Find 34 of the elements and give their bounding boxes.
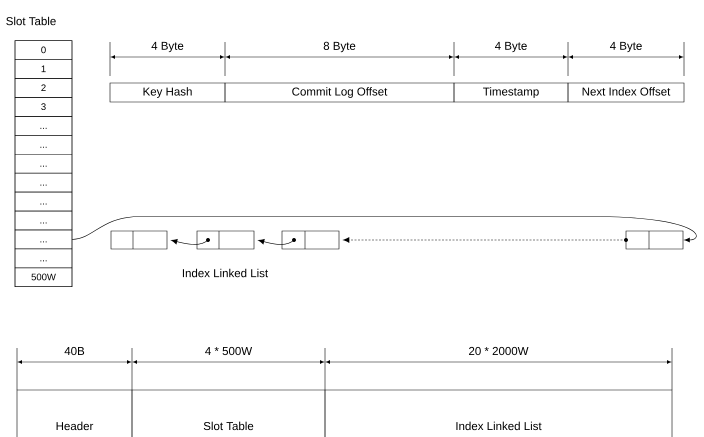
- segment-box: Header: [16, 390, 132, 437]
- dimension-label: 20 * 2000W: [469, 346, 528, 356]
- arrow: [171, 238, 208, 245]
- dimension-label: 4 Byte: [151, 42, 184, 52]
- segment-box: Slot Table: [132, 390, 326, 437]
- field-box: Key Hash: [110, 82, 226, 102]
- segment-box: Index Linked List: [324, 390, 672, 437]
- arrow: [258, 238, 294, 245]
- curved-arrow: [72, 216, 697, 242]
- table-heading: Slot Table: [6, 16, 56, 26]
- table-cell: ...: [14, 116, 72, 136]
- field-box: Next Index Offset: [568, 82, 684, 102]
- field-box: Timestamp: [454, 82, 568, 102]
- caption: Index Linked List: [182, 268, 268, 278]
- dimension-label: 4 Byte: [610, 42, 642, 52]
- table-cell: 0: [14, 40, 72, 60]
- dimension-label: 8 Byte: [324, 42, 356, 52]
- dimension-label: 4 Byte: [494, 42, 527, 52]
- table-cell: ...: [14, 248, 72, 268]
- table-cell: 1: [14, 59, 72, 79]
- table-cell: 2: [14, 78, 72, 98]
- dimension-label: 40B: [64, 346, 84, 356]
- dimension-label: 4 * 500W: [205, 346, 252, 356]
- table-cell: ...: [14, 135, 72, 155]
- field-box: Commit Log Offset: [224, 82, 454, 102]
- table-cell: ...: [14, 192, 72, 212]
- table-cell: 500W: [14, 267, 72, 287]
- table-cell: ...: [14, 154, 72, 174]
- table-cell: ...: [14, 210, 72, 230]
- table-cell: ...: [14, 172, 72, 192]
- table-cell: 3: [14, 97, 72, 117]
- list-entry-box: [110, 230, 168, 250]
- table-cell: ...: [14, 230, 72, 250]
- dashed-arrow: [343, 237, 626, 243]
